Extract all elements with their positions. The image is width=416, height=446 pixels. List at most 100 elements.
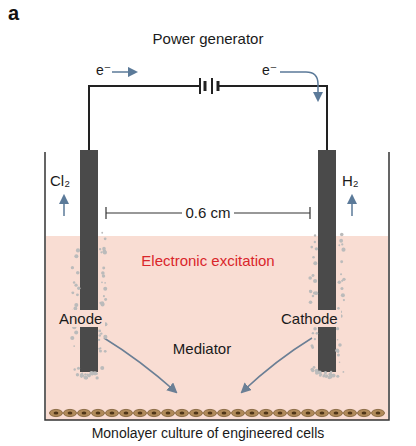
gas-bubble [74,303,78,307]
gas-bubble [314,338,316,340]
gas-bubble [100,366,104,370]
dimension-label: 0.6 cm [182,204,233,221]
engineered-cell [134,409,147,416]
gas-bubble [314,241,316,243]
cell-nucleus [250,411,255,414]
cell-nucleus [348,411,353,414]
cell-nucleus [236,411,241,414]
gas-bubble [310,344,313,347]
gas-bubble [337,354,340,357]
gas-bubble [104,350,107,353]
gas-bubble [309,290,312,293]
gas-bubble [343,299,345,301]
gas-bubble [103,287,107,291]
gas-bubble [308,276,312,280]
mediator-arrow [104,338,176,392]
cell-nucleus [152,411,157,414]
gas-bubble [337,339,339,341]
engineered-cell [232,409,245,416]
gas-bubble [101,271,105,275]
cell-nucleus [208,411,213,414]
gas-bubble [74,331,78,335]
gas-bubble [99,349,102,352]
gas-bubble [77,367,80,370]
cell-nucleus [362,411,367,414]
gas-bubble [103,250,107,254]
gas-bubble [73,345,75,347]
engineered-cell [162,409,175,416]
engineered-cell [176,409,189,416]
gas-bubble [340,260,343,263]
gas-bubble [325,376,327,378]
gas-bubble [73,281,76,284]
gas-bubble [340,233,344,237]
gas-bubble [77,286,80,289]
electron-arrow [112,71,136,73]
gas-bubble [102,267,105,270]
cell-nucleus [68,411,73,414]
gas-bubble [339,361,341,363]
gas-label: H₂ [342,172,359,189]
gas-bubble [85,376,89,380]
gas-bubble [340,273,342,275]
cell-nucleus [166,411,171,414]
gas-bubble [314,291,318,295]
gas-bubble [85,376,88,379]
gas-bubble [101,281,103,283]
gas-bubble [313,261,317,265]
gas-bubble [73,368,75,370]
electron-label: e⁻ [262,62,277,78]
gas-bubble [315,371,319,375]
engineered-cell [330,409,343,416]
gas-bubble [336,375,339,378]
gas-bubble [104,237,107,240]
gas-bubble [102,247,106,251]
gas-bubble [313,279,317,283]
process-label: Electronic excitation [141,252,274,269]
gas-bubble [323,374,325,376]
gas-bubble [98,330,101,333]
anode-electrode [80,150,98,372]
engineered-cell [260,409,273,416]
gas-bubble [338,244,340,246]
gas-bubble [341,248,345,252]
engineered-cell [106,409,119,416]
gas-bubble [74,254,78,258]
engineered-cell [218,409,231,416]
battery-plate [217,81,220,91]
gas-bubble [338,280,342,284]
engineered-cell [302,409,315,416]
gas-bubble [76,293,79,296]
dimension-tick [309,207,310,219]
gas-bubble [102,274,105,277]
gas-bubble [87,374,90,377]
gas-bubble [93,371,97,375]
gas-bubble [100,251,102,253]
gas-bubble [332,374,336,378]
gas-bubble [74,284,77,287]
electrode-label: Cathode [278,310,341,327]
gas-bubble [88,375,91,378]
engineered-cell [274,409,287,416]
battery-plate [204,81,207,91]
gas-bubble [342,371,344,373]
gas-bubble [337,307,340,310]
mediator-label: Mediator [170,340,234,357]
cell-nucleus [376,411,381,414]
battery-plate [211,78,213,94]
gas-bubble [98,339,100,341]
engineered-cell [50,409,63,416]
gas-bubble [310,368,313,371]
cell-nucleus [194,411,199,414]
mediator-arrow [242,338,312,392]
cell-nucleus [180,411,185,414]
gas-bubble [319,374,322,377]
gas-bubble [314,234,316,236]
gas-bubble [101,232,103,234]
engineered-cell [344,409,357,416]
gas-bubble [104,298,107,301]
battery-plate [199,78,201,94]
gas-bubble [104,282,106,284]
gas-bubble [71,291,74,294]
gas-bubble [100,333,102,335]
